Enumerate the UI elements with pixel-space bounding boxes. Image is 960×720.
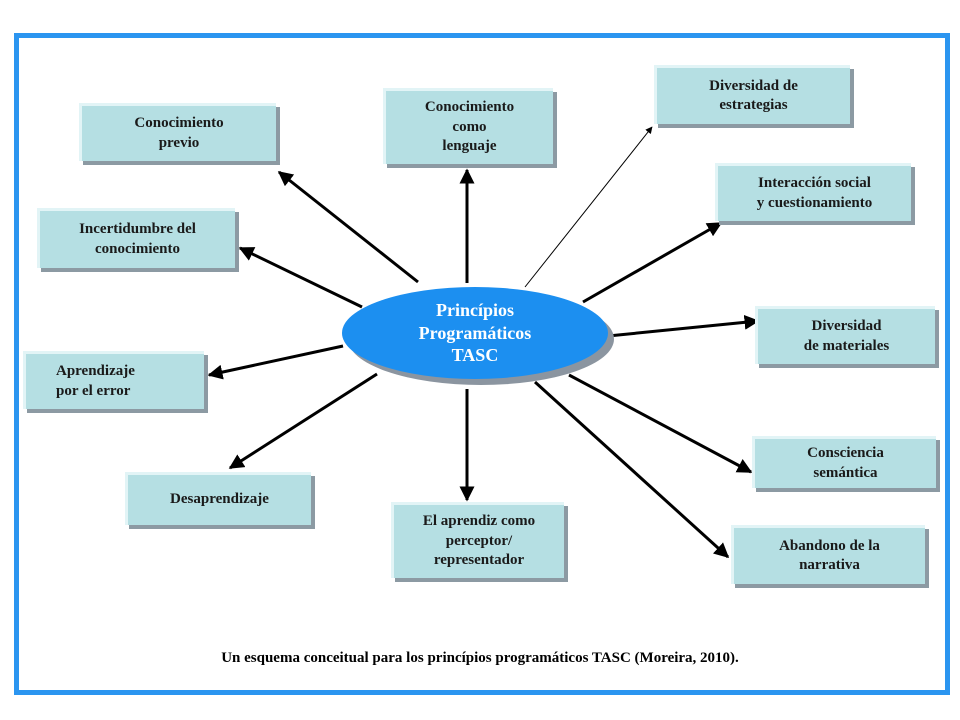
diagram-caption: Un esquema conceitual para los princípio… <box>221 650 739 666</box>
arrow-to-diversidad-materiales <box>607 314 760 338</box>
node-abandono-narrativa: Abandono de la narrativa <box>731 525 925 584</box>
arrow-to-desaprendizaje <box>228 372 378 470</box>
node-incertidumbre: Incertidumbre del conocimiento <box>37 208 235 268</box>
node-desaprendizaje: Desaprendizaje <box>125 472 311 525</box>
node-diversidad-materiales: Diversidad de materiales <box>755 306 935 364</box>
center-node: Princípios Programáticos TASC <box>342 287 608 379</box>
arrow-to-diversidad-estrategias <box>524 126 653 288</box>
node-consciencia-semantica: Consciencia semántica <box>752 436 936 488</box>
node-interaccion-social: Interacción social y cuestionamiento <box>715 163 911 221</box>
arrow-to-abandono-narrativa <box>533 380 730 559</box>
node-diversidad-estrategias: Diversidad de estrategias <box>654 65 850 124</box>
node-conocimiento-lenguaje: Conocimiento como lenguaje <box>383 88 553 164</box>
node-conocimiento-previo: Conocimiento previo <box>79 103 276 161</box>
arrow-to-incertidumbre <box>238 246 363 309</box>
arrow-to-consciencia-semantica <box>568 373 753 474</box>
node-aprendizaje-error: Aprendizaje por el error <box>23 351 204 409</box>
node-aprendiz-perceptor: El aprendiz como perceptor/ representado… <box>391 502 564 578</box>
arrow-to-aprendizaje-error <box>207 344 344 380</box>
arrow-to-conocimiento-previo <box>277 170 419 284</box>
arrow-to-interaccion-social <box>582 221 723 304</box>
